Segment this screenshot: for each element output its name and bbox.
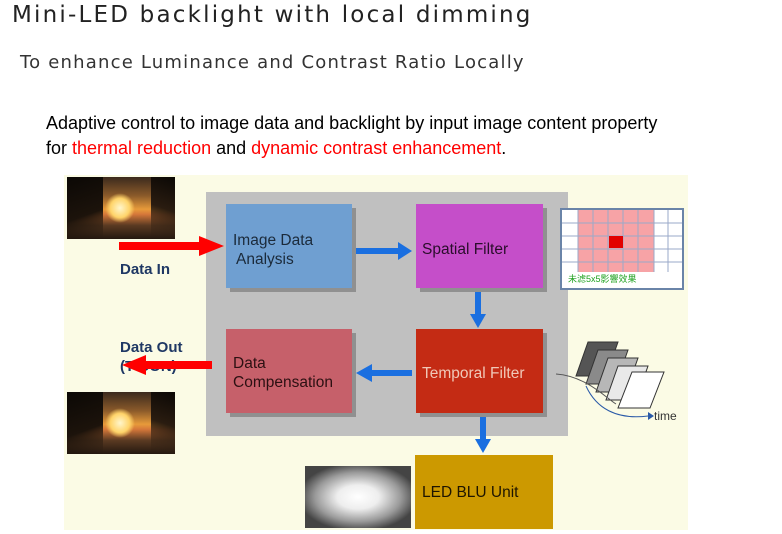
page-title: Mini-LED backlight with local dimming bbox=[12, 2, 533, 28]
center-pixel bbox=[609, 236, 623, 248]
time-axis bbox=[556, 373, 617, 405]
temporal-frames-graphic bbox=[556, 341, 665, 420]
highlight-dynamic-contrast: dynamic contrast enhancement bbox=[251, 138, 502, 158]
spatial-filter-grid: 未滤5x5影響效果 bbox=[560, 208, 684, 290]
data-out-label-line-1: Data Out bbox=[120, 339, 183, 356]
arrow-temporal-to-compensation-shaft bbox=[372, 370, 412, 376]
description-mid: and bbox=[211, 138, 252, 158]
arrow-spatial-to-temporal-head bbox=[470, 314, 486, 328]
highlight-thermal-reduction: thermal reduction bbox=[72, 138, 212, 158]
output-image-thumbnail bbox=[67, 392, 175, 454]
data-in-label: Data In bbox=[120, 261, 171, 278]
filter-grid-graphic bbox=[562, 210, 682, 272]
description-line-1: Adaptive control to image data and backl… bbox=[46, 113, 658, 133]
temporal-filter-block: Temporal Filter bbox=[416, 329, 543, 413]
arrow-analysis-to-spatial-shaft bbox=[356, 248, 398, 254]
arrow-temporal-to-compensation-head bbox=[356, 364, 372, 382]
palm-silhouette bbox=[67, 392, 103, 454]
sun-graphic bbox=[105, 193, 135, 223]
spatial-filter-label: Spatial Filter bbox=[422, 241, 509, 258]
data-in-arrow-head bbox=[199, 236, 224, 256]
sun-graphic bbox=[105, 408, 135, 438]
description-text: Adaptive control to image data and backl… bbox=[46, 111, 657, 161]
page-subtitle: To enhance Luminance and Contrast Ratio … bbox=[20, 52, 525, 73]
description-suffix: . bbox=[501, 138, 507, 158]
led-blu-unit-block: LED BLU Unit bbox=[415, 455, 553, 529]
time-label: time bbox=[654, 409, 677, 423]
image-data-analysis-block: Image Data Analysis bbox=[226, 204, 352, 288]
description-line-2: for thermal reduction and dynamic contra… bbox=[46, 136, 657, 161]
data-out-arrow-head bbox=[122, 355, 146, 375]
palm-silhouette-right bbox=[151, 177, 175, 239]
data-compensation-block: Data Compensation bbox=[226, 329, 352, 413]
palm-silhouette bbox=[67, 177, 103, 239]
arrow-spatial-to-temporal-shaft bbox=[475, 292, 481, 314]
description-prefix: for bbox=[46, 138, 73, 158]
data-compensation-line-1: Data bbox=[233, 355, 266, 372]
backlight-glow-image bbox=[305, 466, 411, 528]
led-blu-unit-label: LED BLU Unit bbox=[422, 484, 519, 501]
time-arrow-head bbox=[648, 412, 654, 420]
data-in-arrow-shaft bbox=[119, 242, 199, 250]
image-data-analysis-line-1: Image Data bbox=[233, 232, 314, 249]
frame-5 bbox=[617, 371, 665, 409]
arrow-temporal-to-led-shaft bbox=[480, 417, 486, 439]
spatial-filter-block: Spatial Filter bbox=[416, 204, 543, 288]
arrow-analysis-to-spatial-head bbox=[398, 242, 412, 260]
arrow-temporal-to-led-head bbox=[475, 439, 491, 453]
data-out-arrow-shaft bbox=[146, 361, 212, 369]
input-image-thumbnail bbox=[67, 177, 175, 239]
temporal-filter-label: Temporal Filter bbox=[422, 365, 525, 382]
data-compensation-line-2: Compensation bbox=[233, 374, 333, 391]
palm-silhouette-right bbox=[151, 392, 175, 454]
grid-caption: 未滤5x5影響效果 bbox=[568, 274, 637, 284]
time-arrow-curve bbox=[585, 385, 649, 418]
image-data-analysis-line-2: Analysis bbox=[236, 251, 294, 268]
